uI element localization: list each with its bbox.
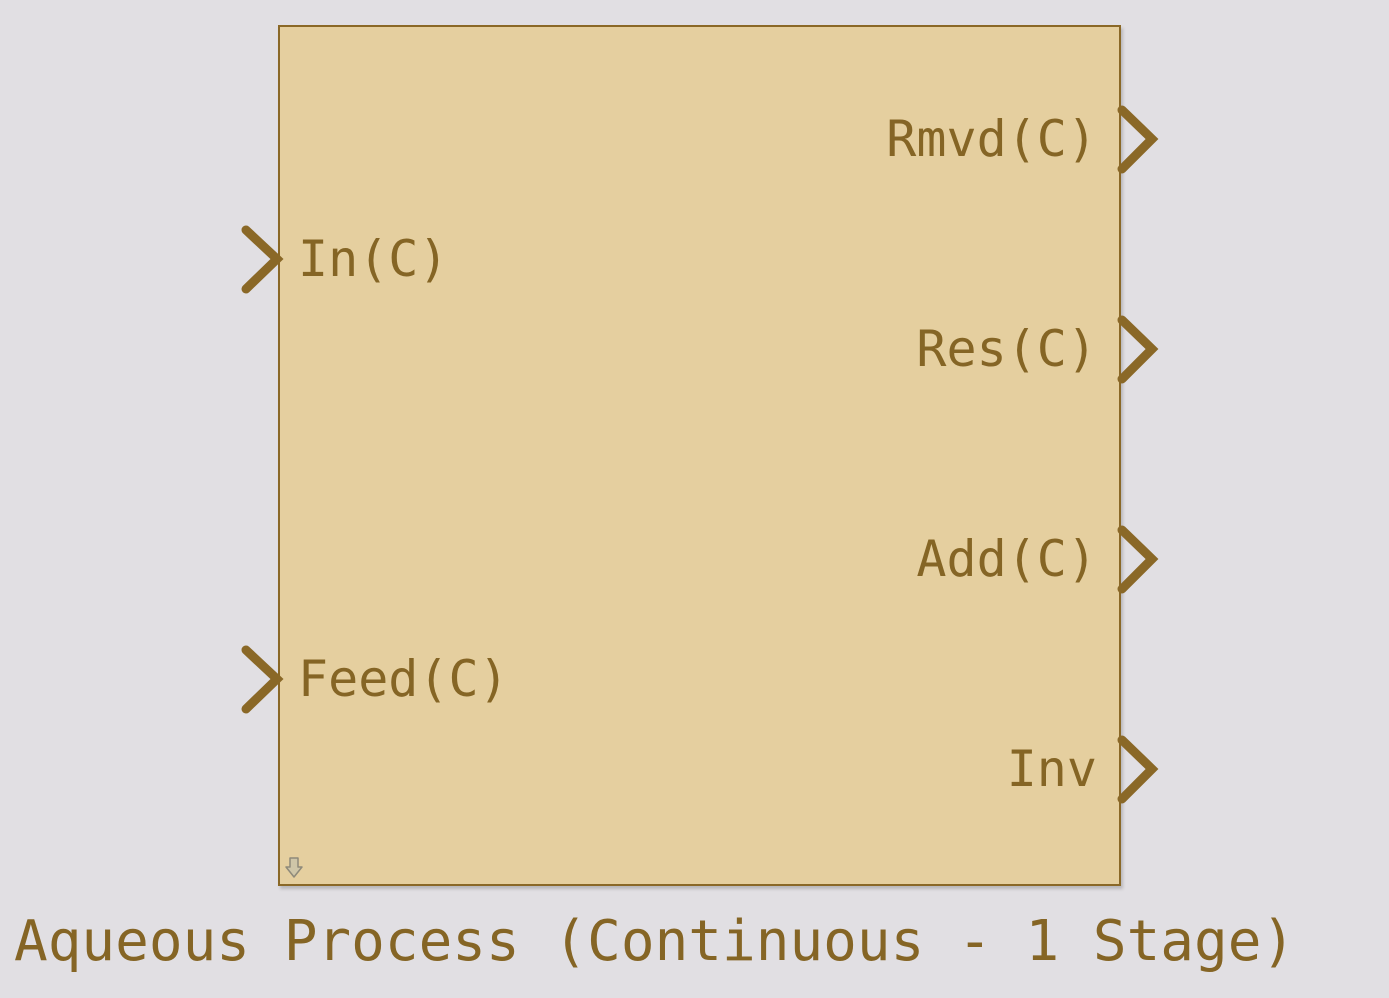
output-port-label-add: Add(C) [916,530,1097,588]
block-name-label[interactable]: Aqueous Process (Continuous - 1 Stage) [14,909,1296,974]
input-port-label-feed: Feed(C) [298,650,509,708]
input-port-feed-chevron[interactable] [241,645,284,714]
look-under-mask-arrow-icon[interactable] [284,856,304,880]
output-port-add-chevron[interactable] [1117,525,1159,594]
output-port-label-inv: Inv [1006,740,1097,798]
output-port-rmvd-chevron[interactable] [1117,105,1159,174]
output-port-res-chevron[interactable] [1117,315,1159,384]
subsystem-block[interactable] [278,25,1121,886]
output-port-inv-chevron[interactable] [1117,735,1159,804]
output-port-label-rmvd: Rmvd(C) [886,110,1097,168]
input-port-in-chevron[interactable] [241,225,284,294]
output-port-label-res: Res(C) [916,320,1097,378]
input-port-label-in: In(C) [298,230,449,288]
